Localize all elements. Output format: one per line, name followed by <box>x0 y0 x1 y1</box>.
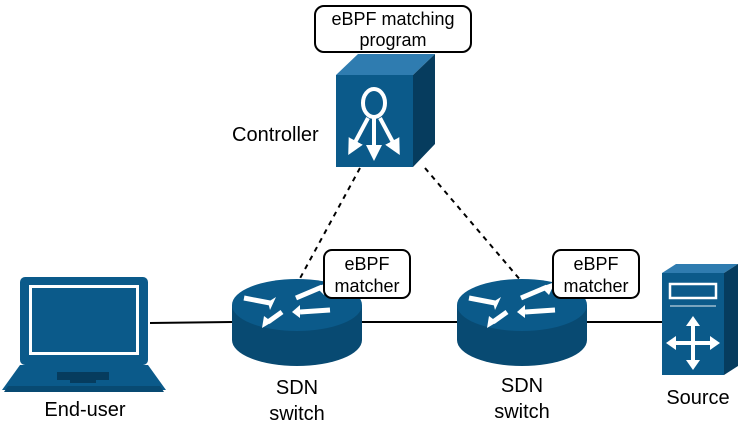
program-box-line1: eBPF matching <box>331 9 454 29</box>
switch-right-label-line1: SDN <box>501 375 543 397</box>
server-icon <box>662 264 738 375</box>
controller-program-box: eBPF matching program <box>314 5 472 53</box>
source-label: Source <box>666 387 729 409</box>
switch-left-label-line2: switch <box>269 403 325 425</box>
switch-left-matcher-box: eBPF matcher <box>323 249 411 299</box>
switch-right-label-line2: switch <box>494 401 550 423</box>
link-controller-switch-right <box>424 167 523 283</box>
matcher-right-line1: eBPF <box>573 254 618 274</box>
matcher-right-line2: matcher <box>563 276 628 296</box>
controller-cube-icon <box>336 54 435 167</box>
matcher-left-line2: matcher <box>334 276 399 296</box>
link-controller-switch-left <box>297 167 361 283</box>
program-box-line2: program <box>359 30 426 50</box>
link-enduser-switch-left <box>149 321 233 324</box>
matcher-left-line1: eBPF <box>344 254 389 274</box>
switch-right-matcher-box: eBPF matcher <box>552 249 640 299</box>
switch-left-label-line1: SDN <box>276 377 318 399</box>
controller-label: Controller <box>232 124 319 146</box>
end-user-label: End-user <box>44 399 125 421</box>
laptop-icon <box>2 277 166 392</box>
